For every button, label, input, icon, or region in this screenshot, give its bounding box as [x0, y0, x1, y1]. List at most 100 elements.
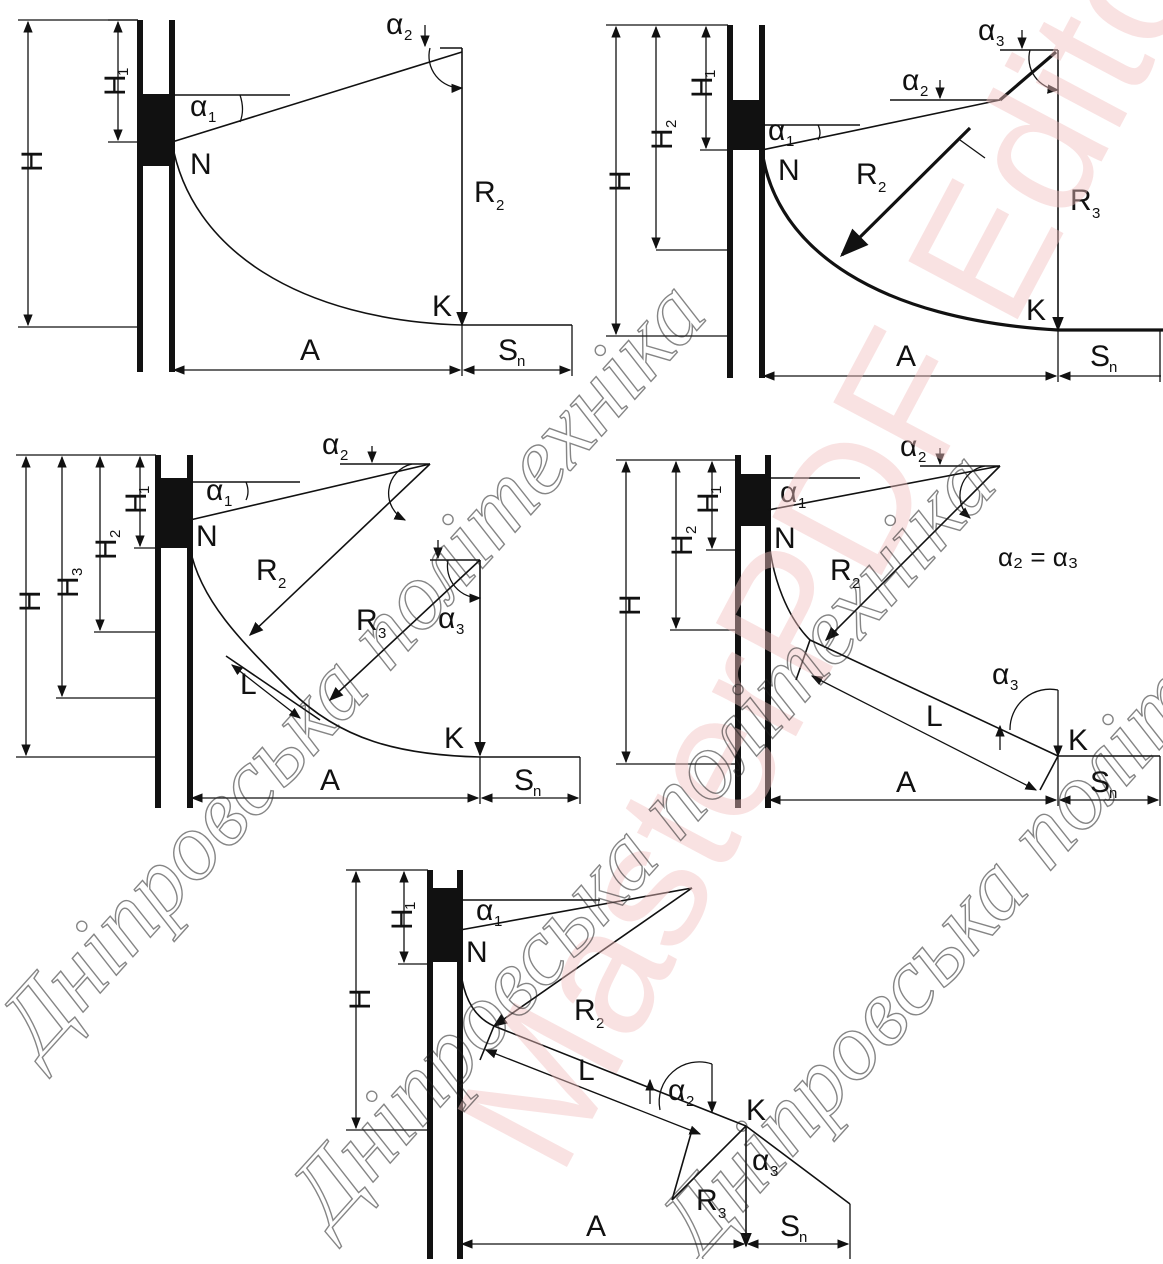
svg-text:2: 2	[683, 526, 700, 534]
panel-5-packer	[427, 888, 463, 962]
panel-4-label-H: H	[614, 594, 647, 616]
panel-2-label-Sn: S	[1090, 340, 1110, 373]
panel-1-label-alpha1: α	[190, 90, 207, 123]
panel-4-label-H2: H	[666, 534, 699, 556]
panel-3-trajectory	[189, 547, 481, 758]
panel-5-label-alpha2: α	[668, 1074, 685, 1107]
panel-1-label-A: A	[300, 334, 320, 367]
svg-text:1: 1	[708, 486, 725, 494]
panel-1-label-Sn: S	[498, 334, 518, 367]
panel-4-packer	[735, 474, 771, 526]
panel-3-label-L: L	[240, 668, 257, 701]
panel-1-label-K: K	[432, 290, 452, 323]
svg-text:3: 3	[456, 621, 464, 638]
svg-text:1: 1	[402, 902, 419, 910]
panel-3: H H 3 H 2 H 1 α 1 α 2 R 2 L	[14, 428, 581, 808]
panel-5-label-L: L	[578, 1054, 595, 1087]
panel-4-label-K: K	[1068, 724, 1088, 757]
panel-2-label-R2: R	[856, 158, 878, 191]
svg-text:3: 3	[770, 1163, 778, 1180]
panel-4-label-L: L	[926, 700, 943, 733]
panel-2-label-H2: H	[646, 128, 679, 150]
panel-3-label-R3: R	[356, 604, 378, 637]
panel-2-label-alpha2: α	[902, 64, 919, 97]
panel-4: H H 2 H 1 α 1 α 2 R 2 α₂ = α₃ L	[614, 430, 1161, 808]
svg-text:2: 2	[663, 120, 680, 128]
svg-text:3: 3	[1010, 677, 1018, 694]
panel-3-label-H1: H	[120, 492, 153, 514]
svg-text:1: 1	[798, 495, 806, 512]
panel-3-label-alpha3: α	[438, 602, 455, 635]
svg-text:n: n	[1109, 785, 1117, 802]
panel-1-label-H: H	[16, 150, 49, 172]
svg-text:1: 1	[136, 486, 153, 494]
svg-text:2: 2	[107, 530, 124, 538]
panel-3-label-H2: H	[90, 538, 123, 560]
watermark-dnipro-2: Дніпровська політехніка	[261, 429, 1016, 1250]
panel-2-packer	[727, 100, 765, 150]
svg-text:n: n	[517, 353, 525, 370]
panel-5-label-alpha3: α	[752, 1144, 769, 1177]
panel-2-label-N: N	[778, 154, 800, 187]
panel-3-label-H: H	[14, 590, 47, 612]
panel-2-trajectory	[760, 149, 1059, 332]
svg-text:2: 2	[920, 83, 928, 100]
panel-3-label-alpha1: α	[206, 474, 223, 507]
panel-4-label-Sn: S	[1090, 766, 1110, 799]
panel-1-packer	[137, 94, 175, 166]
panel-2-label-H1: H	[686, 76, 719, 98]
panel-5-label-R3: R	[696, 1184, 718, 1217]
svg-text:1: 1	[208, 109, 216, 126]
svg-text:2: 2	[278, 575, 286, 592]
panel-1-label-H1: H	[99, 74, 132, 96]
panel-4-label-R2: R	[830, 554, 852, 587]
svg-text:n: n	[1109, 359, 1117, 376]
panel-3-label-A: A	[320, 764, 340, 797]
panel-3-label-N: N	[196, 520, 218, 553]
panel-5-label-alpha1: α	[476, 894, 493, 927]
panel-3-label-K: K	[444, 722, 464, 755]
svg-text:3: 3	[718, 1205, 726, 1222]
svg-text:1: 1	[786, 133, 794, 150]
panel-2-label-alpha3: α	[978, 14, 995, 47]
svg-text:1: 1	[702, 70, 719, 78]
panel-3-label-Sn: S	[514, 764, 534, 797]
panel-5-label-H1: H	[386, 908, 419, 930]
svg-text:3: 3	[1092, 205, 1100, 222]
panel-5-label-H: H	[344, 988, 377, 1010]
panel-4-label-A: A	[896, 766, 916, 799]
panel-1-label-N: N	[190, 148, 212, 181]
panel-4-label-alpha2: α	[900, 430, 917, 463]
panel-3-label-alpha2: α	[322, 428, 339, 461]
svg-text:n: n	[799, 1229, 807, 1246]
panel-5-label-R2: R	[574, 994, 596, 1027]
panel-4-trajectory	[767, 525, 811, 641]
svg-text:n: n	[533, 783, 541, 800]
svg-text:1: 1	[224, 493, 232, 510]
panel-4-label-H1: H	[692, 492, 725, 514]
panel-2-label-alpha1: α	[768, 114, 785, 147]
svg-text:2: 2	[852, 575, 860, 592]
panel-2: H H 2 H 1 α 1 α 2 R 2 α 3 R 3	[604, 14, 1163, 382]
panel-2-label-K: K	[1026, 294, 1046, 327]
svg-text:3: 3	[69, 568, 86, 576]
svg-text:3: 3	[996, 33, 1004, 50]
svg-text:2: 2	[496, 197, 504, 214]
panel-5: H H 1 α 1 R 2 L α 2 R 3 α 3 N	[344, 869, 851, 1259]
panel-5-label-N: N	[466, 936, 488, 969]
svg-text:2: 2	[340, 447, 348, 464]
panel-3-packer	[155, 478, 193, 548]
panel-1-label-R2: R	[474, 176, 496, 209]
panel-4-label-alpha3: α	[992, 658, 1009, 691]
svg-text:2: 2	[596, 1015, 604, 1032]
panel-2-label-H: H	[604, 170, 637, 192]
panel-5-label-Sn: S	[780, 1210, 800, 1243]
panel-1: H H 1 α 1 α 2 R 2 N K A S n	[16, 8, 573, 376]
panel-2-label-R3: R	[1070, 184, 1092, 217]
panel-1-trajectory	[171, 141, 463, 326]
svg-text:2: 2	[918, 449, 926, 466]
svg-text:1: 1	[494, 913, 502, 930]
svg-text:1: 1	[115, 68, 132, 76]
panel-5-trajectory	[459, 961, 495, 1027]
